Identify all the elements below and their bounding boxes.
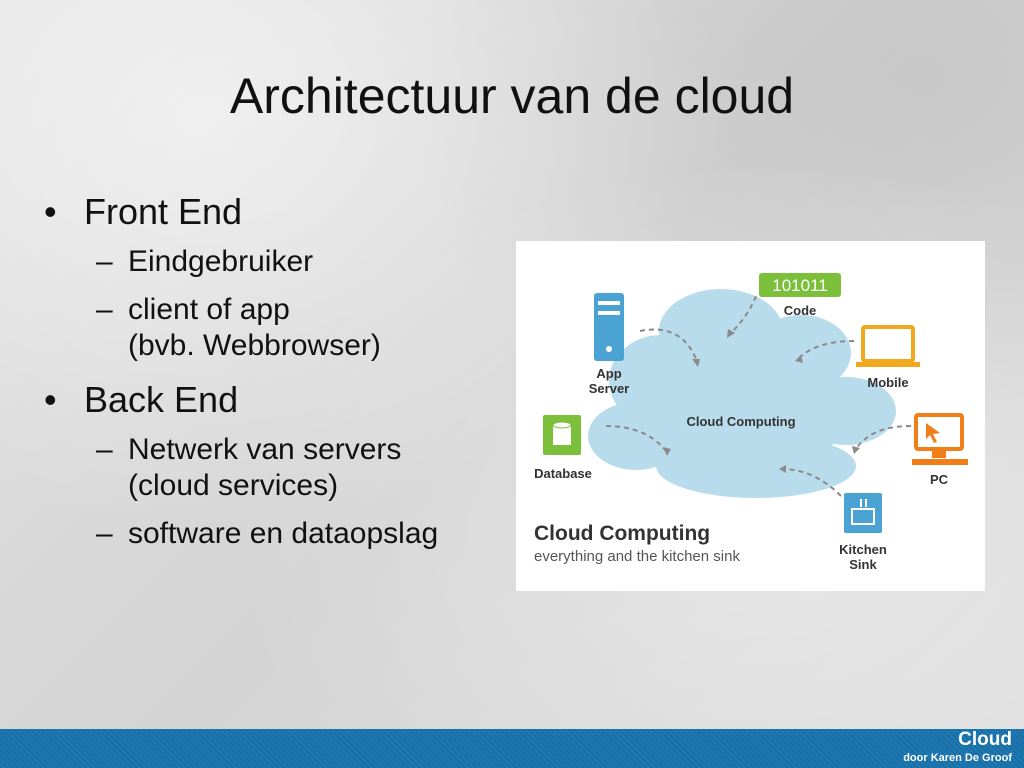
- slide-title: Architectuur van de cloud: [229, 68, 795, 124]
- sub-bullet-client: – client of app (bvb. Webbrowser): [44, 292, 514, 364]
- dash-glyph: –: [96, 433, 113, 466]
- sub-bullet-text-continued: (bvb. Webbrowser): [128, 329, 381, 362]
- arrow-heads: [663, 329, 860, 473]
- code-label: Code: [784, 303, 817, 318]
- footer-author: door Karen De Groof: [903, 752, 1012, 764]
- bullet-glyph: •: [44, 379, 57, 420]
- dash-glyph: –: [96, 245, 113, 278]
- cloud-computing-figure: 101011 Code App Server Mobile Cloud Comp…: [516, 241, 985, 591]
- pc-icon: [912, 413, 968, 465]
- laptop-icon: [856, 325, 920, 367]
- sub-bullet-netwerk: – Netwerk van servers (cloud services): [44, 432, 514, 504]
- server-icon: [594, 293, 624, 361]
- bullet-glyph: •: [44, 191, 57, 232]
- bullet-list: • Front End – Eindgebruiker – client of …: [44, 190, 514, 564]
- sub-bullet-text: client of app: [128, 293, 290, 326]
- database-label: Database: [534, 466, 592, 481]
- sub-bullet-software: – software en dataopslag: [44, 516, 514, 552]
- figure-caption-title: Cloud Computing: [534, 522, 710, 545]
- code-value: 101011: [772, 276, 827, 295]
- footer-title: Cloud: [958, 729, 1012, 750]
- kitchen-sink-icon: [844, 493, 882, 533]
- cloud-shape: [588, 289, 896, 498]
- dash-glyph: –: [96, 517, 113, 550]
- database-icon: [543, 415, 581, 455]
- dash-glyph: –: [96, 293, 113, 326]
- bullet-text: Back End: [84, 379, 239, 420]
- code-icon: 101011: [759, 273, 841, 297]
- sub-bullet-text-continued: (cloud services): [128, 469, 339, 502]
- bullet-text: Front End: [84, 191, 243, 232]
- sub-bullet-text: Netwerk van servers: [128, 433, 402, 466]
- kitchen-sink-label: Kitchen: [839, 542, 887, 557]
- mobile-label: Mobile: [867, 375, 908, 390]
- cloud-diagram: 101011 Code App Server Mobile Cloud Comp…: [534, 273, 968, 572]
- sub-bullet-text: software en dataopslag: [128, 517, 439, 550]
- app-server-label: App: [596, 366, 621, 381]
- figure-caption-subtitle: everything and the kitchen sink: [534, 548, 740, 565]
- bullet-front-end: • Front End: [44, 190, 514, 234]
- app-server-label-line2: Server: [589, 381, 629, 396]
- kitchen-sink-label-line2: Sink: [849, 557, 877, 572]
- sub-bullet-eindgebruiker: – Eindgebruiker: [44, 244, 514, 280]
- cloud-label: Cloud Computing: [686, 414, 795, 429]
- sub-bullet-text: Eindgebruiker: [128, 245, 314, 278]
- pc-label: PC: [930, 472, 949, 487]
- bullet-back-end: • Back End: [44, 378, 514, 422]
- footer-bar: Cloud door Karen De Groof: [0, 729, 1024, 768]
